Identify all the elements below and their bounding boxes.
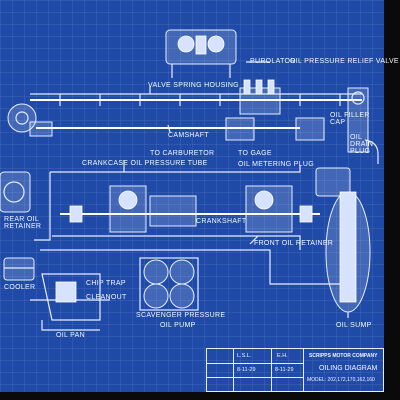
title-block-company: SCRIPPS MOTOR COMPANY: [309, 353, 378, 359]
label-crankcase-oil-pressure-tube: Crankcase Oil Pressure Tube: [82, 160, 208, 167]
title-block-date-1: 8-11-29: [237, 367, 256, 373]
label-oil-pressure-relief-valve: Oil Pressure Relief Valve: [290, 58, 399, 65]
label-cleanout: Cleanout: [86, 294, 127, 301]
oil-sump-assembly: [315, 167, 371, 313]
cooler-unit: [3, 257, 35, 281]
title-block-divider: [207, 377, 303, 378]
title-block-model-line: MODEL: 202,172,170,162,160: [307, 377, 375, 383]
label-front-oil-retainer: Front Oil Retainer: [254, 240, 334, 247]
label-oil-drain-plug: Oil Drain Plug: [350, 134, 374, 155]
label-valve-spring-housing: Valve Spring Housing: [148, 82, 239, 89]
label-oil-sump: Oil Sump: [336, 322, 372, 329]
leader-lines: [123, 61, 349, 318]
title-block-divider: [303, 349, 304, 391]
purolator-filter: [165, 29, 237, 78]
label-to-gage: To Gage: [238, 150, 272, 157]
label-chip-trap: Chip Trap: [86, 280, 126, 287]
valve-spring-housing-gallery: [30, 93, 362, 106]
crankshaft-assembly: [60, 185, 320, 233]
label-purolator: Purolator: [250, 58, 296, 65]
title-block: L.S.L. E.H. 8-11-29 8-11-29 SCRIPPS MOTO…: [206, 348, 384, 392]
rear-oil-retainer: [0, 171, 31, 213]
blueprint-sheet: Purolator Oil Pressure Relief Valve Valv…: [0, 0, 399, 392]
title-block-drawing-title: OILING DIAGRAM: [319, 365, 378, 372]
camshaft: [29, 117, 325, 141]
scavenger-pressure-oil-pump: [139, 257, 199, 311]
oil-filler-cap-tower: [347, 87, 369, 153]
front-gear-housing: [7, 103, 37, 133]
crankcase-oil-pressure-tube: [34, 165, 301, 241]
title-block-divider: [233, 349, 234, 391]
oiling-diagram-drawing: [0, 29, 379, 331]
label-rear-oil-retainer: Rear Oil Retainer: [4, 216, 42, 230]
label-oil-pump: Oil Pump: [160, 322, 196, 329]
label-crankshaft: Crankshaft: [196, 218, 247, 225]
title-block-initials-1: L.S.L.: [237, 353, 252, 359]
title-block-divider: [207, 363, 303, 364]
label-oil-metering-plug: Oil Metering Plug: [238, 161, 315, 168]
label-scavenger-pressure: Scavenger Pressure: [136, 312, 226, 319]
label-camshaft: Camshaft: [168, 132, 209, 139]
oil-pan-assembly: [41, 273, 101, 331]
drain-plug-hook: [364, 139, 379, 164]
title-block-divider: [271, 349, 272, 391]
valve-cluster: [239, 79, 281, 115]
label-to-carburetor: To Carburetor: [150, 150, 215, 157]
label-oil-filler-cap: Oil Filler Cap: [330, 112, 370, 126]
title-block-date-2: 8-11-29: [275, 367, 294, 373]
title-block-initials-2: E.H.: [277, 353, 288, 359]
label-cooler: Cooler: [4, 284, 36, 291]
label-oil-pan: Oil Pan: [56, 332, 85, 339]
